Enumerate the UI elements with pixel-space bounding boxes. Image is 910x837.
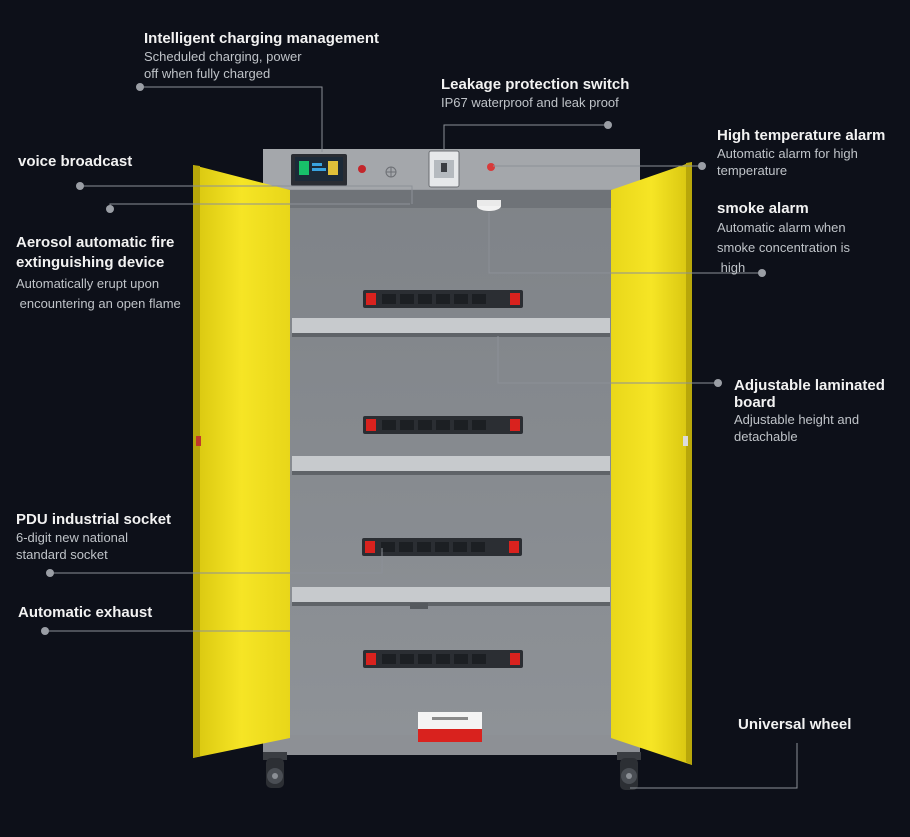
annotation-desc: Adjustable height and detachable [734,412,860,444]
annotation-exhaust: Automatic exhaust [18,604,152,622]
annotation-title: Automatic exhaust [18,604,153,621]
pdu-strip-1 [363,290,523,308]
annotation-desc: IP67 waterproof and leak proof [441,95,619,110]
annotation-desc: Automatically erupt upon encountering an… [16,276,181,311]
annotation-title: smoke alarm [717,200,809,217]
annotation-aerosol: Aerosol automatic fire extinguishing dev… [16,233,181,314]
right-door [611,162,692,765]
leakage-switch-box [428,150,460,188]
annotation-title: voice broadcast [18,153,133,170]
annotation-voice-broadcast: voice broadcast [18,153,132,171]
annotation-intelligent-charging: Intelligent charging management Schedule… [144,30,379,82]
warning-label [418,712,482,742]
annotation-desc: Automatic alarm for high temperature [717,146,858,178]
annotation-smoke-alarm: smoke alarm Automatic alarm when smoke c… [717,200,850,278]
annotation-pdu-socket: PDU industrial socket 6-digit new nation… [16,511,171,563]
annotation-laminated-board: Adjustable laminated board Adjustable he… [734,377,885,445]
pdu-strip-3 [362,538,522,556]
annotation-desc: Scheduled charging, power off when fully… [144,49,302,81]
annotation-title: Leakage protection switch [441,76,630,93]
alarm-light [487,163,495,171]
pdu-strip-4 [363,650,523,668]
annotation-title: Universal wheel [738,716,852,733]
annotation-title: Aerosol automatic fire extinguishing dev… [16,234,175,271]
left-door [193,165,290,758]
shelves [292,318,610,606]
annotation-title: Intelligent charging management [144,30,380,47]
charging-display-screen [291,154,347,186]
universal-wheel-right [617,752,641,790]
smoke-detector [477,200,501,211]
universal-wheel-left [263,752,287,788]
annotation-desc: 6-digit new national standard socket [16,530,129,562]
speaker-grille [385,166,397,178]
annotation-leakage-switch: Leakage protection switch IP67 waterproo… [441,76,629,111]
indicator-light [358,165,366,173]
leader-dots [41,83,766,635]
annotation-title: High temperature alarm [717,127,886,144]
pdu-strip-2 [363,416,523,434]
annotation-universal-wheel: Universal wheel [738,716,851,734]
annotation-desc: Automatic alarm when smoke concentration… [717,220,850,275]
exhaust-fan [410,603,428,609]
annotation-title: Adjustable laminated board [734,377,885,411]
annotation-title: PDU industrial socket [16,511,172,528]
annotation-high-temp-alarm: High temperature alarm Automatic alarm f… [717,127,885,179]
